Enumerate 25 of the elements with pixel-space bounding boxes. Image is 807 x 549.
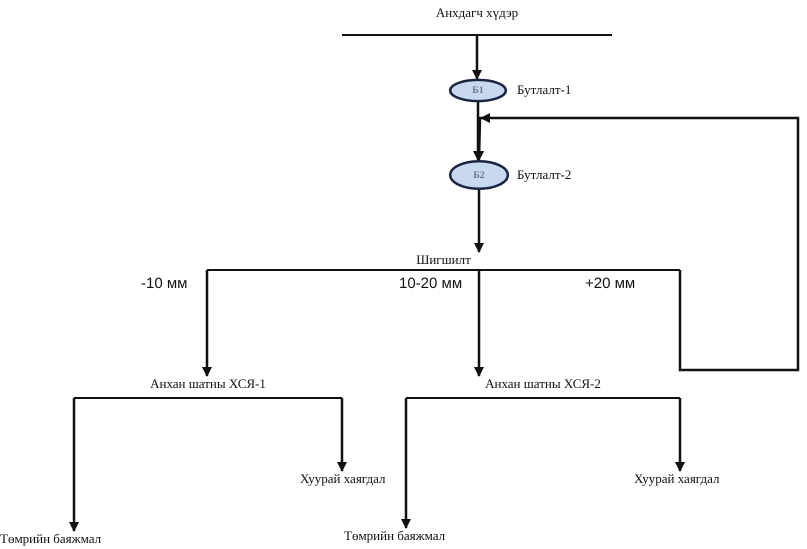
arrow [401, 398, 411, 529]
stream-label: Анхан шатны ХСЯ-2 [485, 376, 601, 391]
stream-label: Анхдагч хүдэр [436, 5, 518, 20]
arrow [472, 36, 482, 80]
arrow [337, 398, 347, 472]
stream-bar [342, 5, 612, 36]
crusher-ellipse [449, 79, 507, 102]
product-label: Хуурай хаягдал [634, 471, 744, 489]
arrow [202, 270, 212, 377]
arrow [474, 270, 484, 377]
product-label: Хуурай хаягдал [300, 471, 388, 489]
stream-label: Анхан шатны ХСЯ-1 [150, 376, 266, 391]
stream-label: Шигшилт [416, 252, 471, 267]
unit-code: Б2 [473, 170, 485, 180]
crusher-ellipse [449, 160, 509, 190]
step-label: Бутлалт-2 [517, 167, 572, 183]
product-label: Төмрийн баяжмал [344, 528, 472, 546]
arrow [474, 190, 484, 253]
arrow [675, 398, 685, 472]
stream-bar [74, 376, 342, 399]
unit-code: Б1 [472, 85, 484, 96]
step-label: Бутлалт-1 [517, 82, 572, 98]
arrow [69, 398, 79, 532]
product-label: Төмрийн баяжмал [0, 531, 150, 549]
stream-bar [406, 376, 680, 399]
